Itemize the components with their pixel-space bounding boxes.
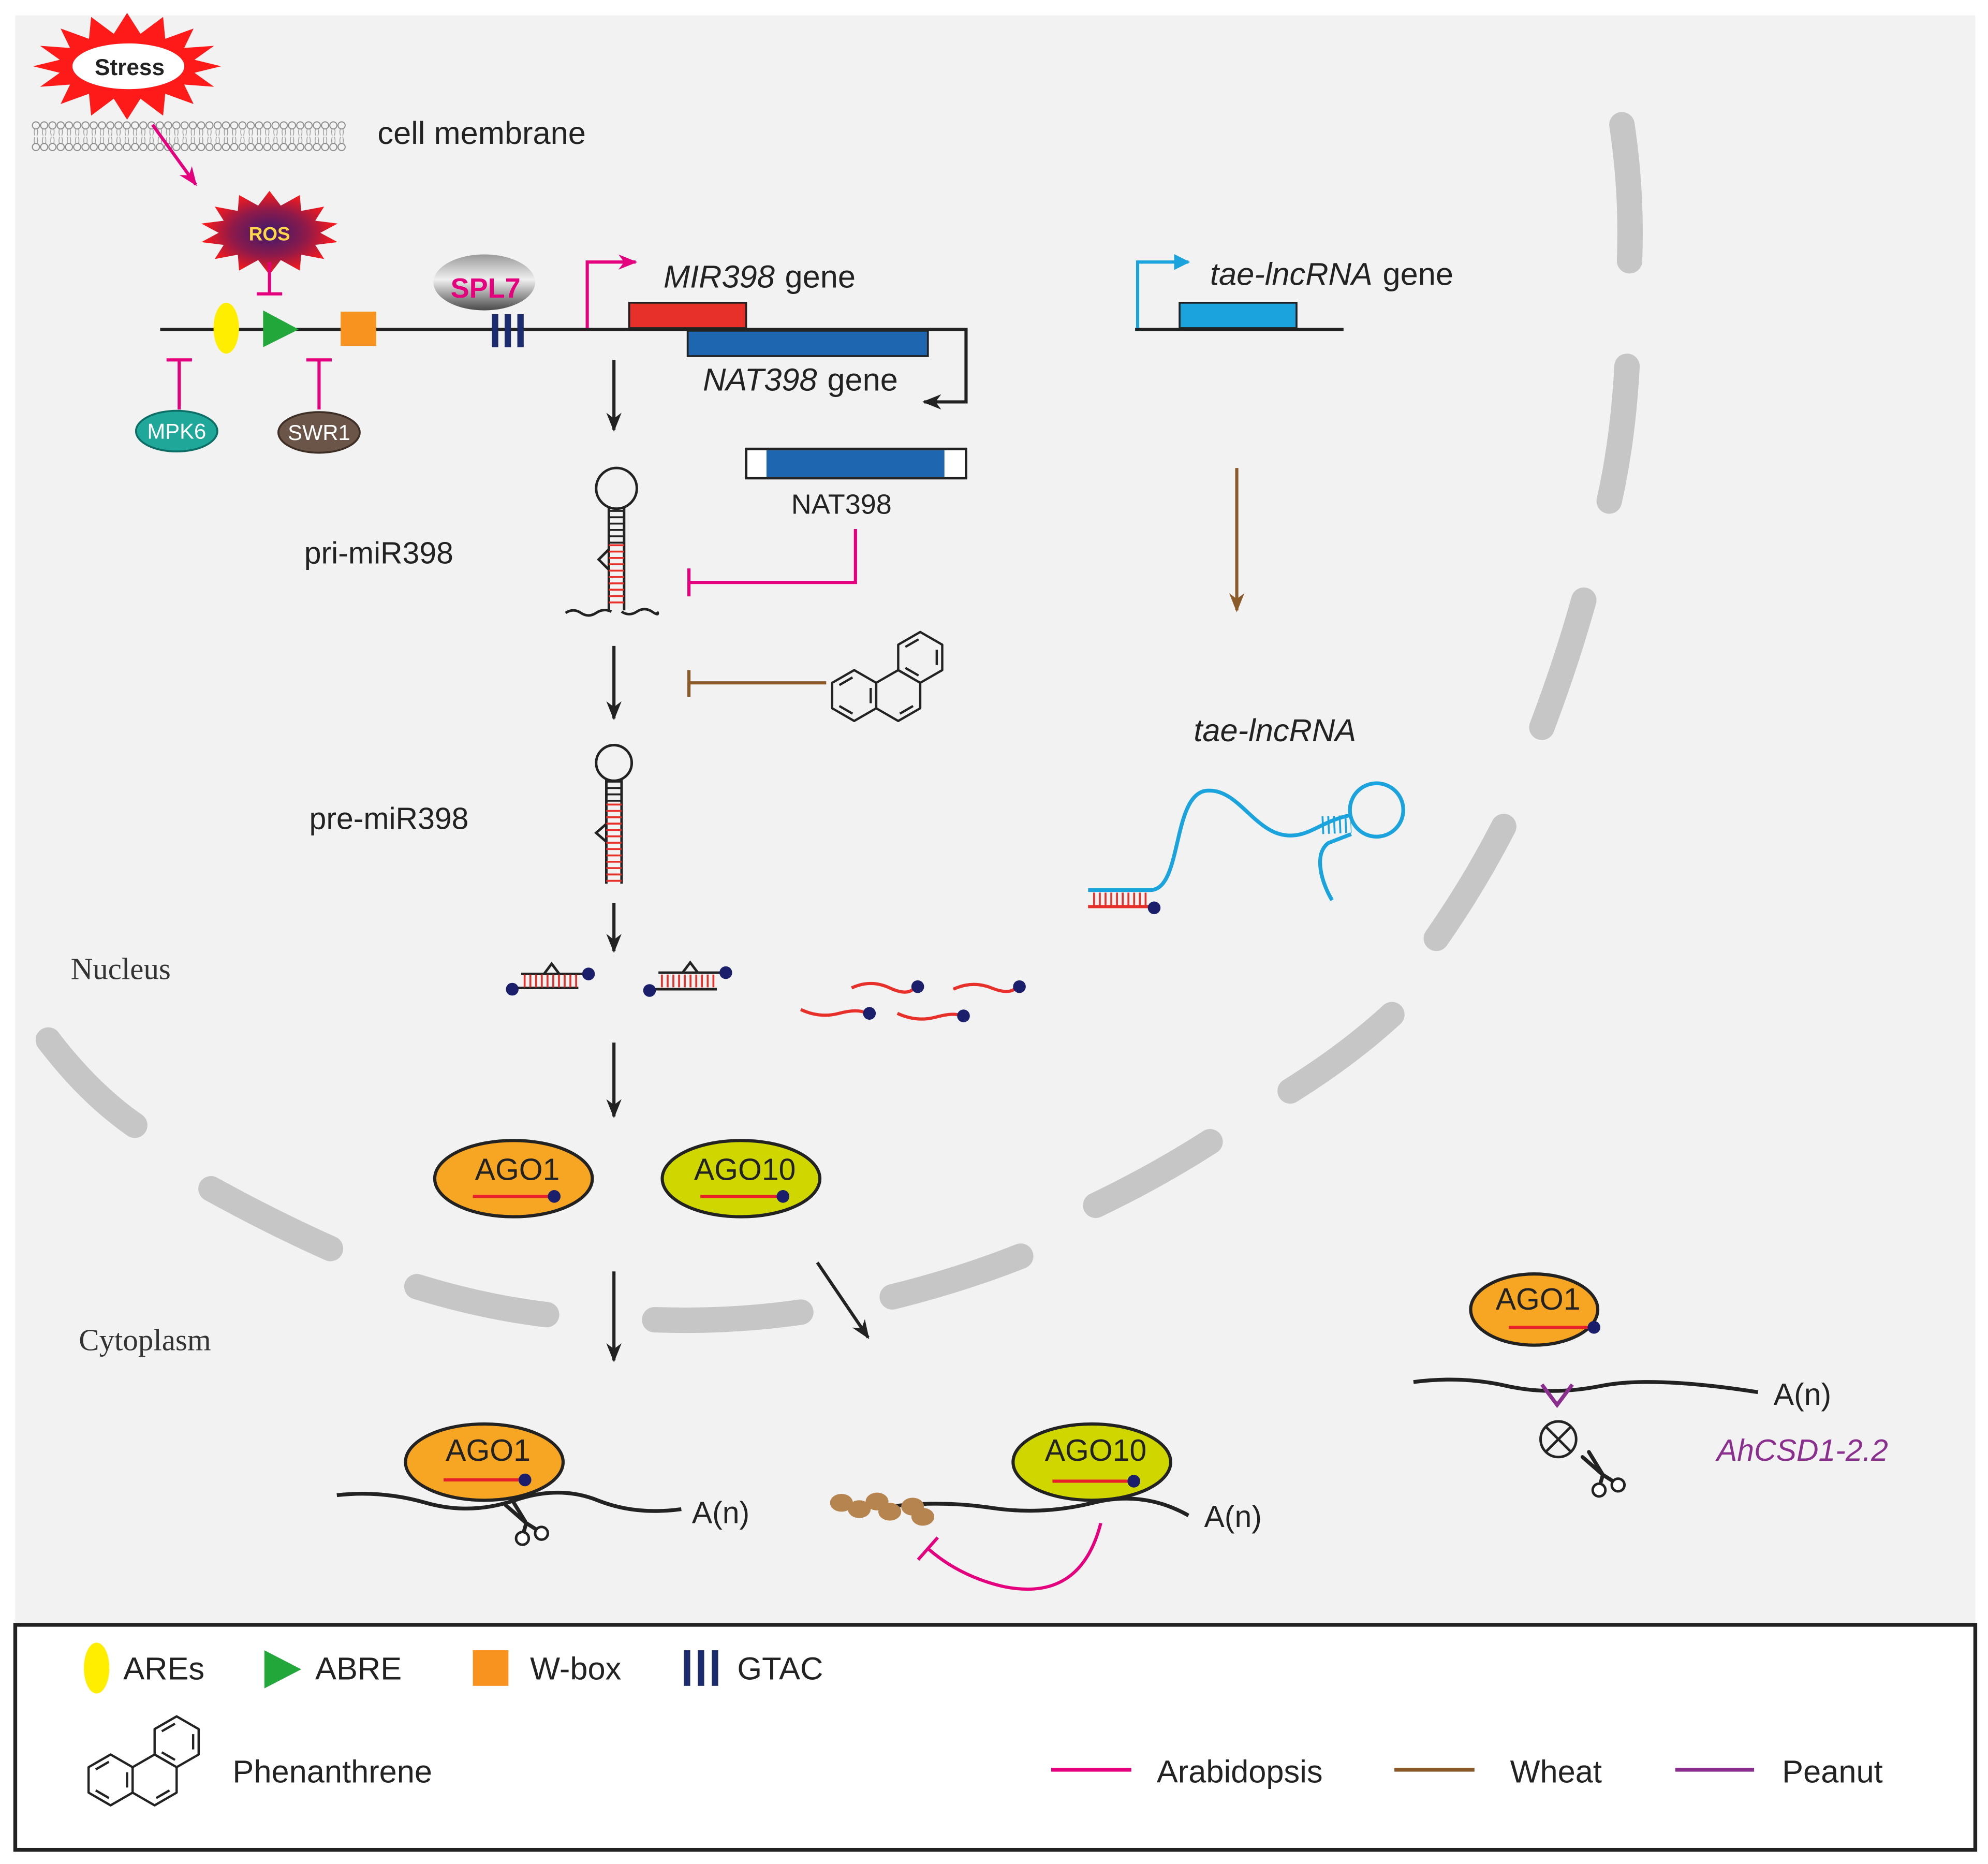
lncrna-tss-arrow <box>1136 254 1190 328</box>
swr1-blob <box>277 411 361 454</box>
mirna-duplex <box>643 960 732 997</box>
legend-wbox-label: W-box <box>530 1651 622 1687</box>
mpk6-factor: MPK6 <box>135 358 218 453</box>
nat398-exon <box>686 330 929 357</box>
spl7-factor: SPL7 <box>433 254 535 311</box>
target-mrna <box>336 1490 682 1513</box>
pri-mir398-label: pri-miR398 <box>304 536 453 570</box>
mirna-duplex <box>506 961 595 996</box>
nuclear-envelope <box>35 112 1643 1333</box>
legend-phenanthrene-label: Phenanthrene <box>232 1754 432 1789</box>
legend-wheat-label: Wheat <box>1510 1754 1602 1789</box>
ago10-complex-nuclear: AGO10 <box>660 1139 822 1219</box>
mature-mirnas <box>800 981 1019 1021</box>
abre-element <box>263 310 299 347</box>
ros-starburst-icon <box>201 190 338 275</box>
nat398-rna-body <box>766 450 945 477</box>
cell-membrane-label: cell membrane <box>377 115 586 151</box>
nat398-label: NAT398 <box>791 489 892 520</box>
w-box-element <box>341 312 376 346</box>
ahcsd-target-label: AhCSD1-2.2 <box>1715 1434 1888 1467</box>
legend-abre-label: ABRE <box>315 1651 402 1687</box>
blocked-icon <box>1539 1420 1578 1459</box>
ago1-complex-nuclear: AGO1 <box>433 1139 594 1219</box>
legend: AREs ABRE W-box GTAC Phenanthrene Arabid… <box>84 1642 1883 1805</box>
stress-label: Stress <box>95 55 165 80</box>
lncrna-locus <box>1135 254 1344 331</box>
pre-mir398-hairpin <box>594 744 634 884</box>
swr1-label: SWR1 <box>288 420 350 445</box>
lncrna-mimic <box>1088 781 1405 915</box>
nat398-inhibits-pri <box>687 529 857 597</box>
ago10-label: AGO10 <box>1045 1434 1147 1467</box>
target-mrna <box>889 1496 1190 1517</box>
ago10-repression-complex: AGO10 <box>830 1422 1190 1591</box>
ago1-label: AGO1 <box>475 1153 560 1186</box>
mature-mirna <box>952 982 1019 993</box>
swr1-inhibition <box>306 358 332 410</box>
lncrna-exon <box>1179 301 1298 329</box>
mpk6-blob <box>135 409 218 453</box>
stress-to-ros-arrow <box>151 124 197 186</box>
mirna-5p-dots <box>863 980 1026 1022</box>
ago1-label: AGO1 <box>446 1434 531 1467</box>
ago10-label: AGO10 <box>694 1153 796 1186</box>
ago1-label: AGO1 <box>1496 1283 1581 1316</box>
lncrna-loop <box>1348 781 1405 839</box>
ros-burst: ROS <box>201 190 338 275</box>
diagram-background <box>15 15 1976 1625</box>
legend-wbox-swatch <box>473 1650 509 1686</box>
ros-label: ROS <box>249 223 290 244</box>
polya-label: A(n) <box>692 1496 749 1530</box>
lncrna-label: tae-lncRNA <box>1194 713 1356 748</box>
ros-inhibits-abre <box>257 262 283 296</box>
translation-inhibition <box>917 1522 1102 1591</box>
mature-mirna <box>896 1011 962 1021</box>
ribosome-icons <box>830 1492 935 1526</box>
swr1-factor: SWR1 <box>277 358 361 454</box>
spl7-blob <box>433 254 535 311</box>
nat398-antisense-arrow <box>922 328 968 410</box>
legend-ares-swatch <box>84 1642 110 1694</box>
mature-mirna <box>851 981 917 994</box>
legend-gtac-swatch <box>684 1650 718 1686</box>
mismatch-site <box>1540 1383 1574 1408</box>
gtac-element <box>492 314 524 347</box>
ago1-cleavage-complex: AGO1 <box>336 1422 682 1545</box>
mpk6-inhibition <box>166 358 192 410</box>
pri-loop <box>595 466 638 510</box>
legend-peanut-label: Peanut <box>1782 1754 1883 1789</box>
polya-label: A(n) <box>1204 1500 1262 1534</box>
legend-gtac-label: GTAC <box>737 1651 823 1687</box>
cell-membrane-bilayer <box>32 121 346 152</box>
nucleus-label: Nucleus <box>71 951 171 986</box>
peanut-ago1-complex: AGO1 <box>1413 1272 1759 1496</box>
cytoplasm-label: Cytoplasm <box>79 1323 211 1357</box>
legend-ares-label: AREs <box>123 1651 204 1687</box>
pri-mir398-hairpin <box>565 466 659 617</box>
mir398-locus <box>160 254 968 410</box>
phenanthrene-inhibits-processing <box>687 670 827 697</box>
mir398-tss-arrow <box>585 254 638 328</box>
ares-element <box>213 302 239 354</box>
legend-abre-swatch <box>264 1650 302 1689</box>
nat398-transcript <box>745 447 967 480</box>
lncrna-stem-rungs <box>1321 815 1352 834</box>
ago10-export-arrow <box>816 1261 870 1339</box>
polya-label: A(n) <box>1774 1378 1831 1412</box>
pre-mir398-label: pre-miR398 <box>310 802 469 836</box>
mir398-exon <box>628 301 747 329</box>
pri-tails <box>565 608 659 617</box>
stress-burst: Stress <box>33 12 222 120</box>
legend-arabidopsis-label: Arabidopsis <box>1157 1754 1323 1789</box>
stress-burst-center <box>72 43 185 90</box>
legend-box <box>13 1623 1978 1852</box>
mature-mirna <box>800 1008 868 1017</box>
spl7-label: SPL7 <box>451 273 521 304</box>
mpk6-label: MPK6 <box>148 419 207 444</box>
